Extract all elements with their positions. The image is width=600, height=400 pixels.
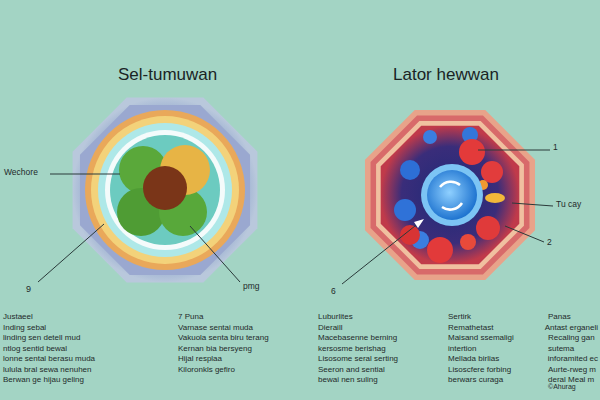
note-line: Inding sebal [3,324,46,333]
note-line: sutema [548,345,574,354]
note-line: inforamited ec [548,355,598,364]
note-line: Mellada birlias [448,355,499,364]
note-line: Berwan ge hijau geling [3,376,84,385]
cell-title: Lator hewwan [393,66,499,85]
note-line: Kiloronkls gefiro [178,366,235,375]
note-line: Maisand ssemaligi [448,334,514,343]
note-line: Justaeel [3,313,33,322]
callout-label: pmg [243,282,260,291]
note-line: Hijal resplaa [178,355,222,364]
leader-lines [38,150,553,284]
note-line: Luburlites [318,313,353,322]
note-line: Vakuola senta biru terang [178,334,269,343]
note-line: Lisosome seral serting [318,355,398,364]
note-line: Remathetast [448,324,493,333]
note-line: Aurte-rweg m [548,366,596,375]
note-line: bewai nen suling [318,376,378,385]
note-line: lonne sental berasu muda [3,355,95,364]
callout-label: Wechore [4,168,38,177]
animal-cell [365,110,535,280]
callout-label: 6 [331,287,336,296]
note-line: Macebasenne berning [318,334,397,343]
note-line: ntlog sentid bewal [3,345,67,354]
callout-label: Tu cay [556,200,581,209]
note-line: Panas [548,313,571,322]
watermark: ©Ahurag [548,383,576,391]
note-line: linding sen detell mud [3,334,80,343]
note-line: Seeron and sential [318,366,385,375]
note-line: lulula bral sewa nenuhen [3,366,92,375]
arrow-head [414,219,424,228]
callout-label: 1 [553,143,558,152]
note-line: Recaling gan [548,334,595,343]
note-line: kersosme berishag [318,345,386,354]
note-line: Varnase sentai muda [178,324,253,333]
note-line: Lisoscfere forbing [448,366,511,375]
cell-title: Sel-tumuwan [118,66,217,85]
note-line: Sertirk [448,313,471,322]
note-line: Dieraill [318,324,342,333]
note-line: intertion [448,345,476,354]
note-line: 7 Puna [178,313,203,322]
note-line: berwars curaga [448,376,503,385]
note-line: Antast erganeli [545,324,598,333]
callout-label: 2 [547,238,552,247]
plant-cell [73,98,258,283]
callout-label: 9 [26,285,31,295]
note-line: Kernan bia bersyeng [178,345,252,354]
